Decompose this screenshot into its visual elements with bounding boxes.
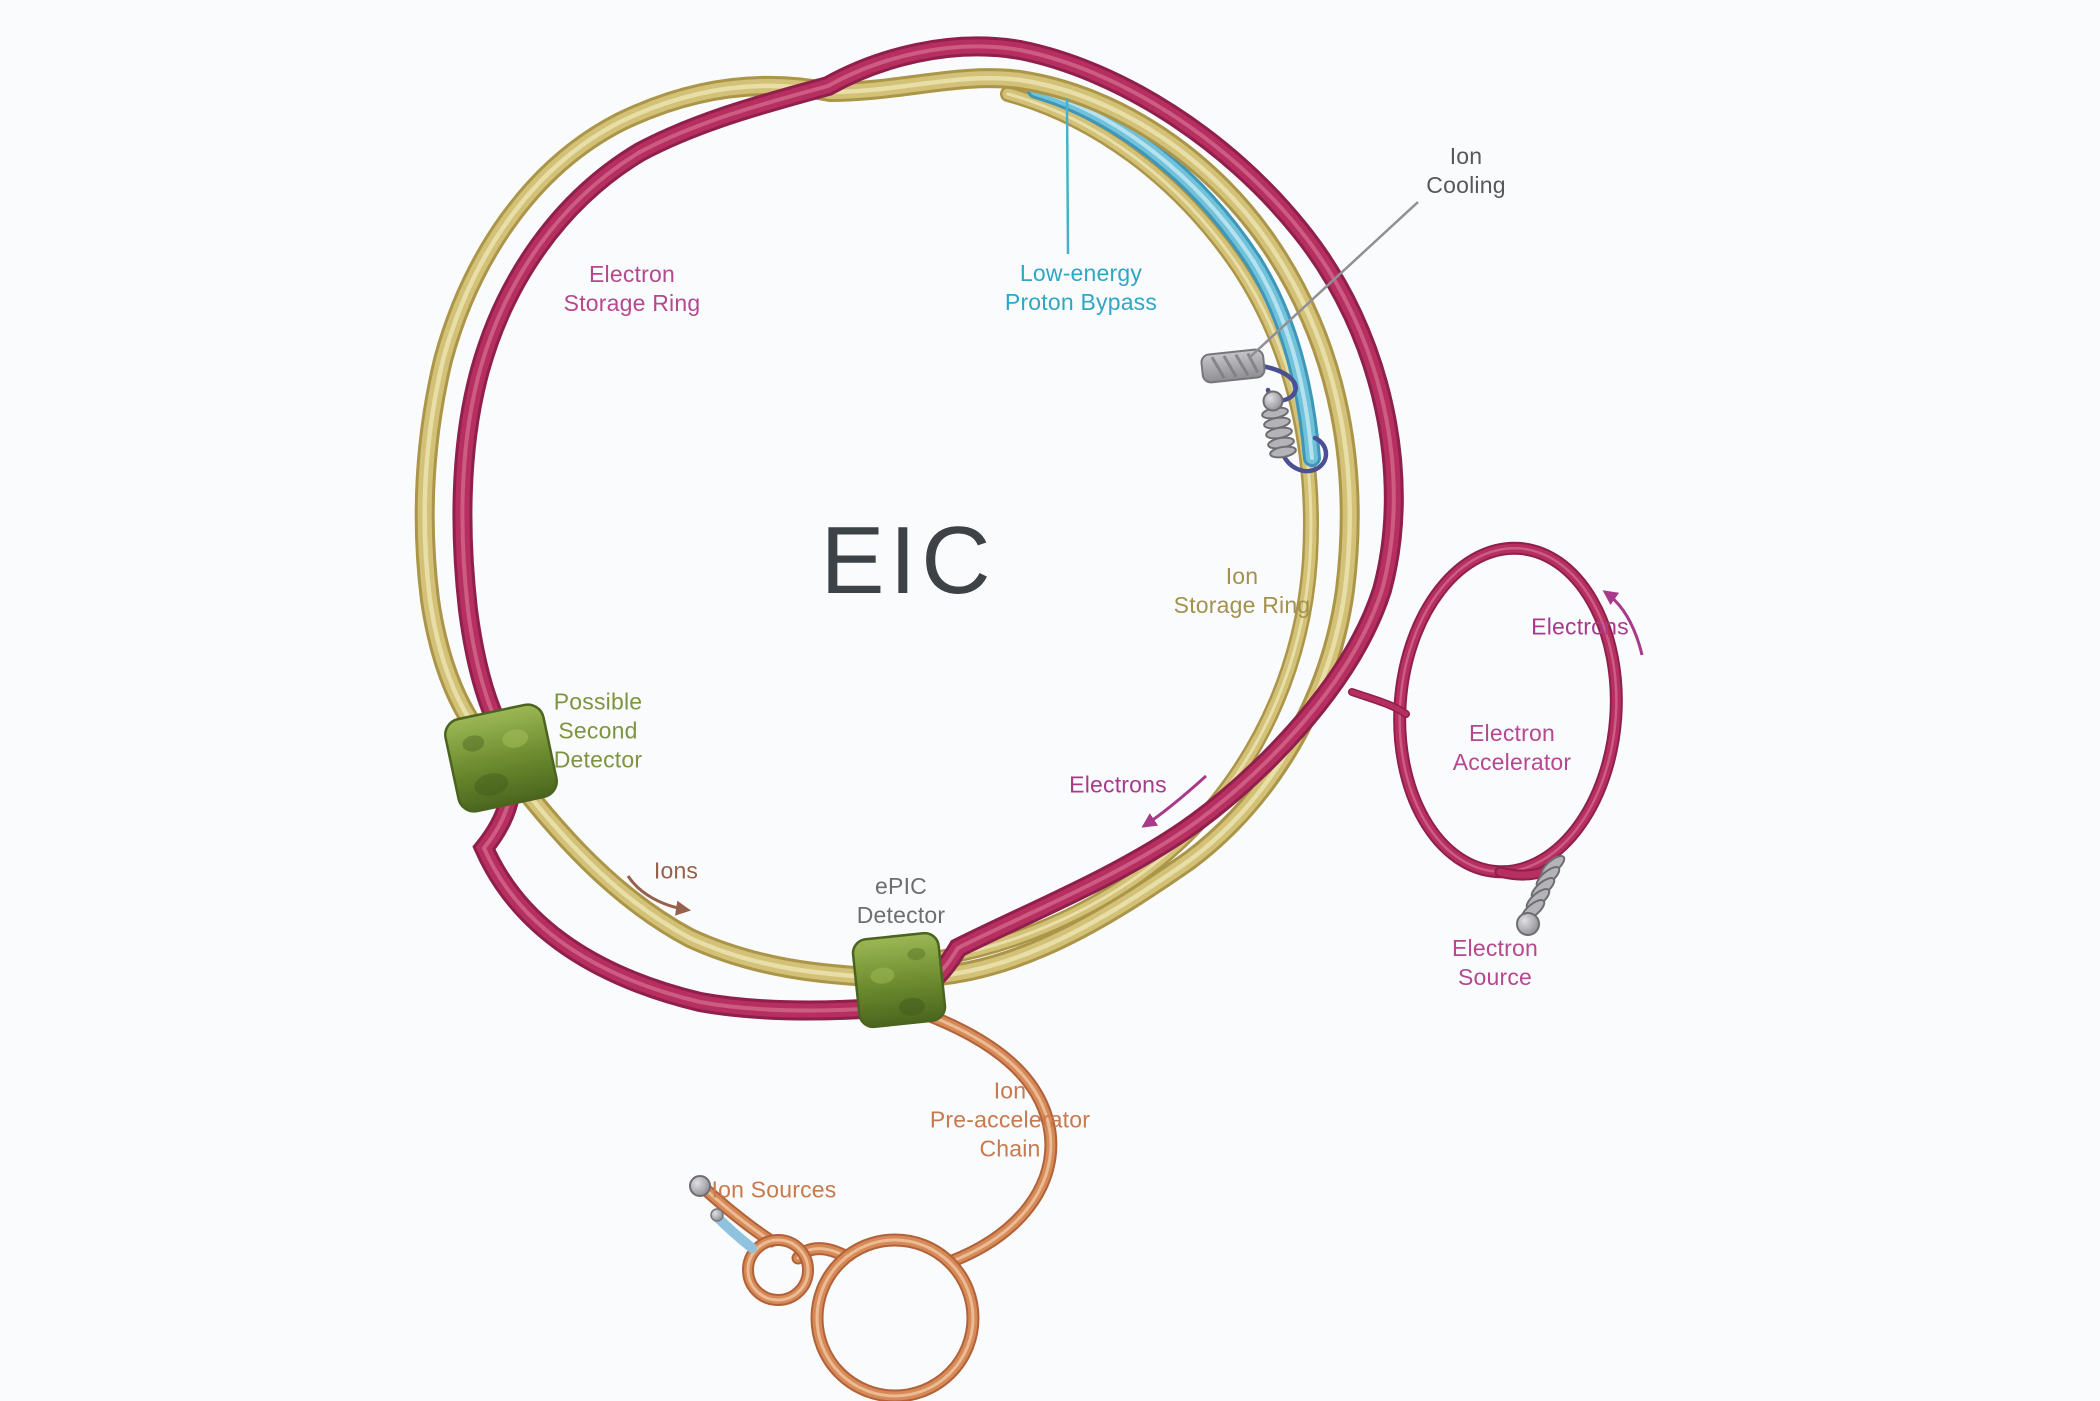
electron-source-ball (1516, 912, 1540, 936)
electrons-arrow-main (1141, 774, 1208, 828)
label-line: Electrons (1069, 771, 1167, 798)
preaccelerator-small-loop (742, 1234, 814, 1306)
possible-second-detector-label: Possible Second Detector (554, 688, 643, 775)
electron-storage-ring-label: Electron Storage Ring (564, 260, 701, 318)
title-text: EIC (820, 507, 996, 614)
ion-sources-label: Ion Sources (712, 1176, 837, 1205)
ion-cooling-label: Ion Cooling (1426, 142, 1505, 200)
label-line: Low-energy (1019, 260, 1143, 286)
label-line: Electron (1452, 935, 1538, 961)
electrons-accelerator-direction-label: Electrons (1531, 613, 1629, 642)
label-line: Chain (979, 1135, 1041, 1162)
label-line: Cooling (1426, 172, 1506, 198)
label-line: Pre-accelerator (929, 1106, 1091, 1133)
label-line: Detector (553, 746, 643, 773)
ion-storage-ring-label: Ion Storage Ring (1174, 562, 1311, 620)
preaccelerator-large-loop (810, 1233, 980, 1401)
ion-source-blue-segment (710, 1208, 757, 1253)
label-line: Ion (1225, 563, 1259, 589)
cooling-pointer-line (1249, 201, 1419, 358)
label-line: Electron (1469, 720, 1555, 746)
ion-pre-accelerator-chain-label: Ion Pre-accelerator Chain (930, 1077, 1090, 1164)
ion-source-cap (710, 1208, 724, 1222)
ion-source-ball (689, 1175, 711, 1197)
label-line: Second (558, 717, 638, 744)
epic-detector-cylinder (851, 931, 947, 1029)
label-line: Storage Ring (563, 290, 701, 316)
label-line: Ion Sources (711, 1176, 837, 1203)
label-line: Ion (993, 1077, 1027, 1104)
electrons-direction-label: Electrons (1069, 771, 1167, 800)
label-line: Source (1457, 964, 1533, 990)
label-line: Electrons (1531, 613, 1629, 640)
ion-cooling-coil (1261, 406, 1297, 459)
label-line: Possible (553, 688, 643, 715)
ions-direction-label: Ions (654, 857, 698, 886)
label-line: Storage Ring (1173, 592, 1311, 618)
low-energy-proton-bypass-label: Low-energy Proton Bypass (1005, 259, 1157, 317)
label-line: Proton Bypass (1004, 289, 1158, 315)
electrons-arrow-accelerator (1602, 590, 1644, 656)
diagram-title: EIC (820, 513, 995, 609)
second-detector-cylinder (444, 703, 558, 813)
label-line: Accelerator (1452, 749, 1572, 775)
electron-accelerator-label: Electron Accelerator (1453, 719, 1572, 777)
ions-arrow (626, 875, 691, 916)
ion-cooling-unit (1200, 348, 1266, 384)
label-line: Ions (653, 857, 699, 884)
ion-cooling-ball (1262, 390, 1284, 412)
bypass-pointer-line (1065, 97, 1070, 255)
electron-source-coil (1520, 855, 1566, 921)
electron-source-label: Electron Source (1452, 934, 1538, 992)
label-line: Electron (589, 261, 675, 287)
label-line: ePIC (875, 873, 927, 899)
label-line: Detector (856, 902, 946, 928)
label-line: Ion (1449, 143, 1483, 169)
electron-accelerator-ring (1393, 541, 1623, 879)
epic-detector-label: ePIC Detector (857, 872, 946, 930)
